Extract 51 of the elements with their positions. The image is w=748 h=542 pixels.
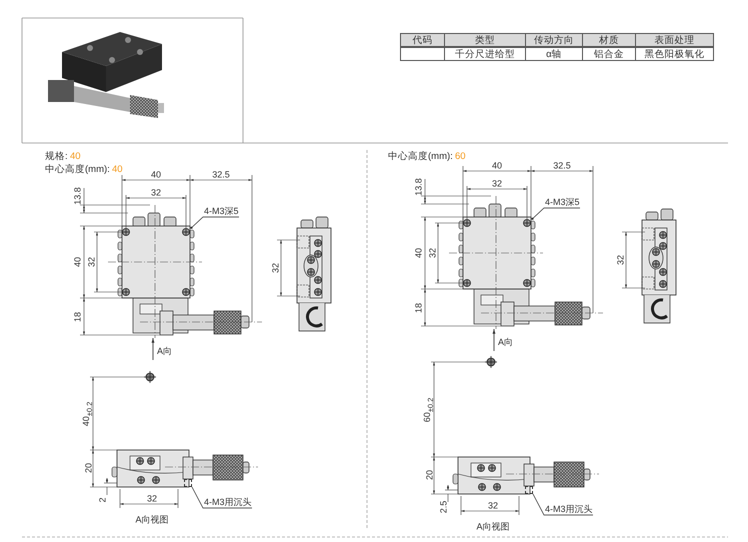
- dimension-text: 40: [151, 170, 161, 180]
- table-header-cell: 材质: [582, 33, 636, 48]
- dimension-text: 20: [424, 470, 436, 480]
- dimension-text: 32: [616, 255, 626, 265]
- dimension-text: A向视图: [476, 522, 510, 532]
- heading-text: 中心高度(mm):: [45, 164, 110, 175]
- dimension-text: A向: [157, 346, 172, 357]
- table-cell: α轴: [525, 46, 583, 61]
- table-header-cell: 代码: [400, 33, 445, 48]
- dimension-text: 40: [492, 160, 502, 172]
- counterbore: [525, 486, 533, 494]
- dimension-text: 40: [414, 248, 424, 258]
- dimension-text: 32.5: [553, 160, 571, 172]
- heading-value: 40: [70, 151, 81, 162]
- counterbore: [184, 479, 192, 487]
- heading-text: 中心高度(mm):: [388, 151, 453, 162]
- callout-text: 4-M3用沉头: [545, 504, 593, 515]
- dimension-text: 32: [147, 494, 157, 504]
- dimension-text: 32: [492, 178, 502, 190]
- dimension-text: 13.8: [72, 187, 84, 205]
- table-cell: 千分尺进给型: [444, 46, 526, 61]
- dimension-text: A向视图: [136, 514, 168, 526]
- leader-line: [190, 216, 240, 229]
- dimension-text: 2.5: [438, 500, 450, 514]
- callout-text: 4-M3深5: [545, 197, 580, 208]
- leader-line: [531, 208, 580, 220]
- table-header-cell: 类型: [444, 33, 526, 48]
- dimension-text: 32.5: [212, 170, 230, 180]
- table-header-cell: 传动方向: [525, 33, 583, 48]
- dimension-text: 13.8: [414, 178, 424, 196]
- callout-text: 4-M3深5: [204, 206, 239, 217]
- dimension-text: 40: [72, 257, 84, 267]
- dimension-text: 32: [488, 500, 498, 512]
- callout-text: 4-M3用沉头: [204, 497, 252, 508]
- heading-value: 40: [112, 164, 123, 175]
- dimension-text: 20: [84, 463, 94, 473]
- dimension-text: 32: [151, 188, 161, 198]
- dimension-text: 18: [414, 303, 424, 313]
- dimension-text: 32: [270, 263, 282, 273]
- heading-text: 规格:: [45, 151, 68, 162]
- dimension-text: 2: [98, 498, 108, 502]
- dimension-text: 32: [428, 248, 438, 258]
- dimension-text: A向: [498, 337, 514, 348]
- leader-line: [532, 494, 594, 516]
- heading-value: 60: [455, 151, 466, 162]
- table-cell: 铝合金: [582, 46, 636, 61]
- table-header-cell: 表面处理: [635, 33, 714, 48]
- dimension-text: 32: [86, 257, 98, 267]
- table-cell: 黑色阳极氧化: [635, 46, 714, 61]
- leader-line: [192, 486, 252, 508]
- dimension-text: 18: [72, 312, 84, 322]
